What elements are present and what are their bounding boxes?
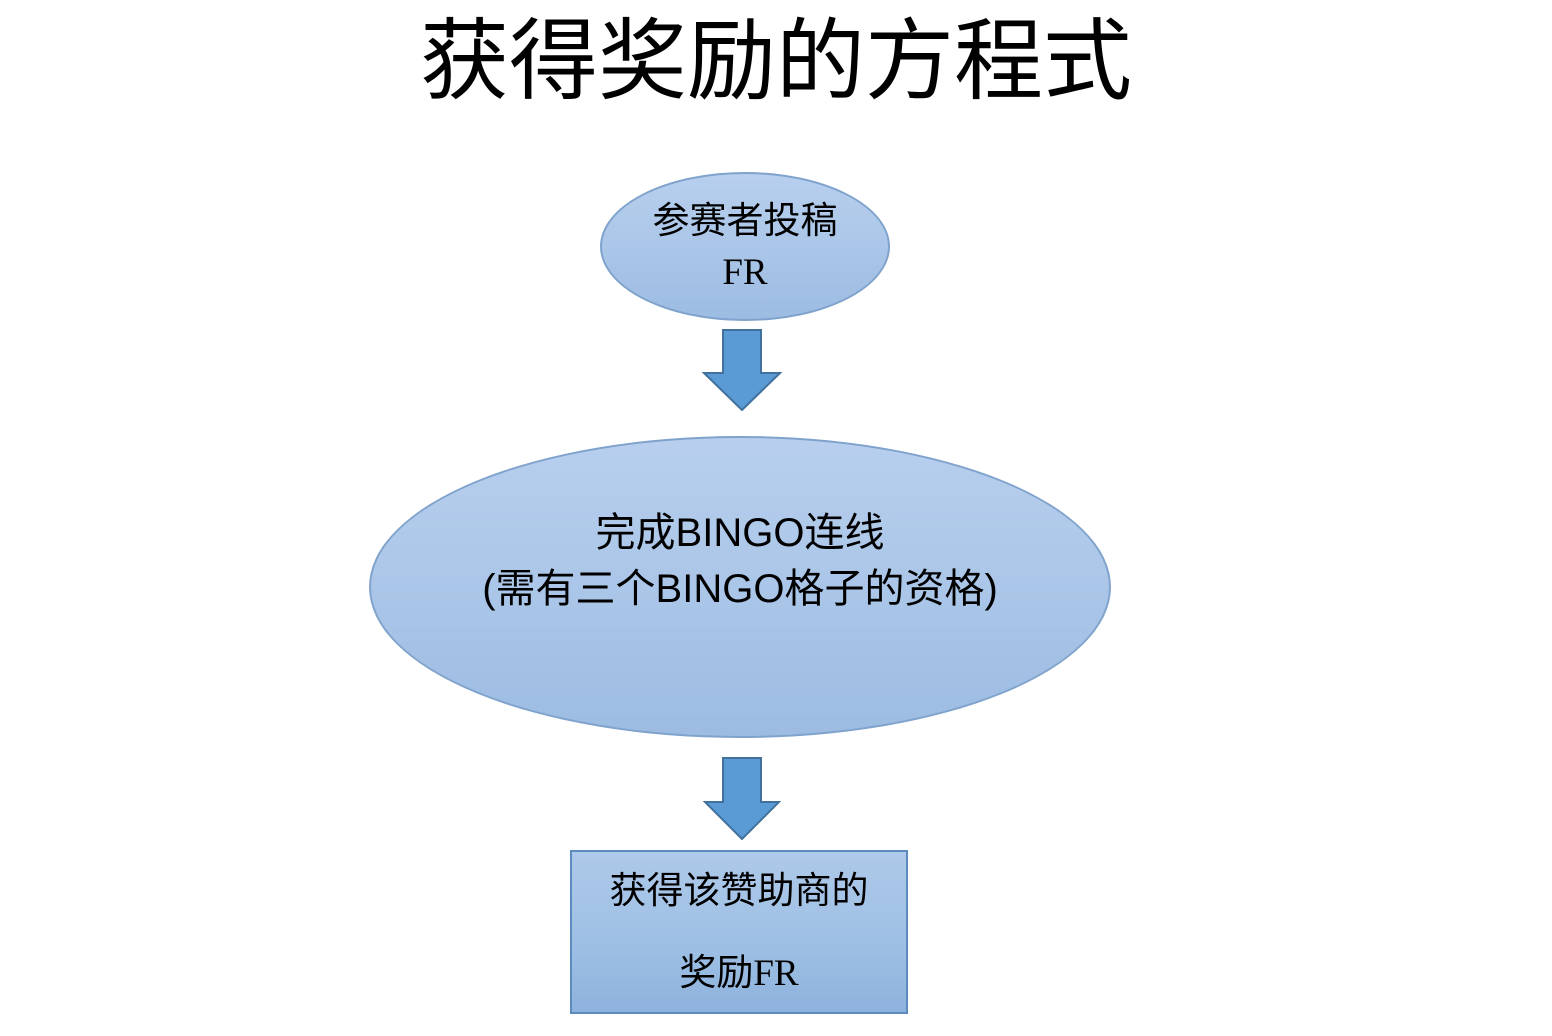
node-submission-line1: 参赛者投稿 (652, 199, 838, 241)
node-submission-line2: FR (722, 251, 768, 293)
flow-node-submission: 参赛者投稿 FR (600, 172, 890, 321)
node-reward-line2: 奖励FR (679, 953, 799, 994)
node-bingo-line1: 完成BINGO连线 (595, 511, 885, 555)
node-reward-line1: 获得该赞助商的 (609, 870, 869, 911)
flow-node-reward: 获得该赞助商的 奖励FR (570, 850, 908, 1014)
diagram-title: 获得奖励的方程式 (420, 11, 1132, 111)
down-arrow-icon (702, 329, 782, 411)
flow-node-bingo: 完成BINGO连线 (需有三个BINGO格子的资格) (369, 436, 1111, 738)
down-arrow-icon (703, 757, 781, 840)
node-bingo-line2: (需有三个BINGO格子的资格) (482, 567, 998, 611)
